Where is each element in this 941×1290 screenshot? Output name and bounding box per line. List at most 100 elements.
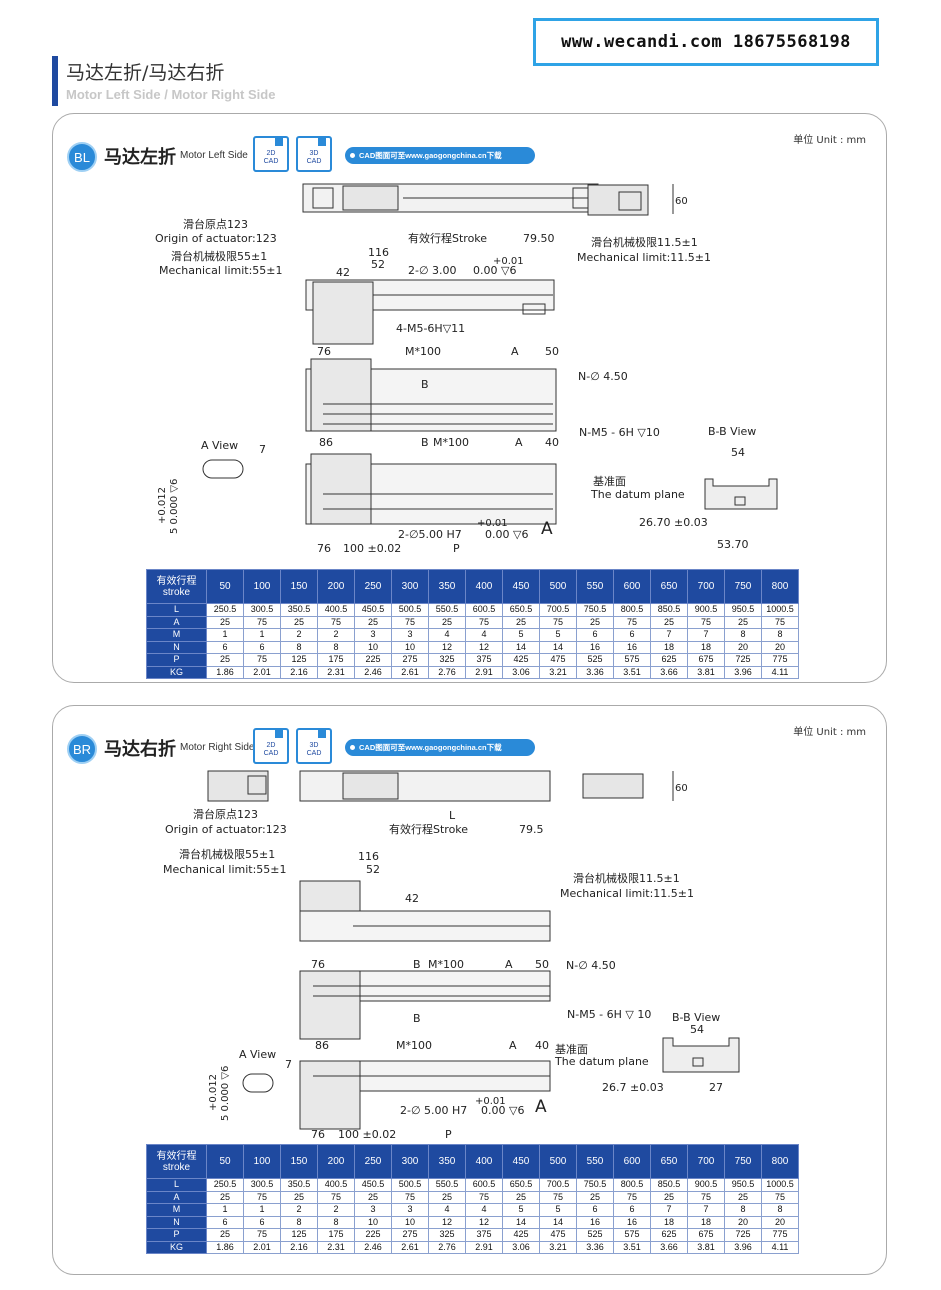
table-cell: 75: [687, 1190, 725, 1204]
table-cell: 75: [317, 615, 355, 629]
stroke-col: 500: [539, 1144, 577, 1179]
dim-50: 50: [545, 345, 559, 358]
table-cell: 125: [280, 653, 318, 667]
table-cell: 8: [724, 1203, 762, 1217]
side-view-1: [299, 880, 551, 942]
table-cell: 2.61: [391, 665, 429, 679]
table-cell: 25: [206, 1190, 244, 1204]
side-view-1: [305, 279, 555, 345]
table-cell: 18: [687, 640, 725, 654]
table-header-row: 有效行程 stroke 50 100 150 200 250 300 350 4…: [146, 569, 799, 604]
h7-spec-tol: 0.00 ▽6: [481, 1104, 524, 1117]
table-cell: 4: [465, 628, 503, 642]
table-cell: 1: [243, 628, 281, 642]
label-origin-en: Origin of actuator:123: [155, 232, 277, 245]
table-cell: 525: [576, 1228, 614, 1242]
label-mech-right-en: Mechanical limit:11.5±1: [560, 887, 694, 900]
dim-p: P: [445, 1128, 452, 1141]
a-view-slot: [202, 459, 244, 479]
table-cell: 75: [243, 615, 281, 629]
thread-spec: N-M5 - 6H ▽10: [579, 426, 660, 439]
table-cell: 3.96: [724, 1240, 762, 1254]
cad-download-link[interactable]: CAD图面可至www.gaogongchina.cn下载: [345, 739, 535, 756]
table-cell: 25: [650, 1190, 688, 1204]
table-cell: 3.51: [613, 665, 651, 679]
stroke-col: 400: [465, 569, 503, 604]
table-cell: 75: [613, 615, 651, 629]
stroke-col: 650: [650, 569, 688, 604]
table-cell: 225: [354, 653, 392, 667]
dim-m100-a: M*100: [405, 345, 441, 358]
table-cell: 20: [761, 640, 799, 654]
dim-86: 86: [319, 436, 333, 449]
table-cell: 475: [539, 653, 577, 667]
table-cell: 20: [761, 1215, 799, 1229]
table-cell: 425: [502, 1228, 540, 1242]
contact-banner: www.wecandi.com 18675568198: [533, 18, 879, 66]
bb-view-label: B-B View: [672, 1011, 720, 1024]
table-cell: 25: [354, 1190, 392, 1204]
label-origin-cn: 滑台原点123: [183, 217, 248, 231]
table-cell: 3.36: [576, 1240, 614, 1254]
table-cell: 75: [243, 653, 281, 667]
table-cell: 6: [243, 640, 281, 654]
table-cell: 25: [206, 653, 244, 667]
cad-download-link[interactable]: CAD图面可至www.gaogongchina.cn下载: [345, 147, 535, 164]
row-label: M: [146, 1203, 207, 1217]
label-mech-cn: 滑台机械极限55±1: [171, 249, 267, 263]
row-label: A: [146, 615, 207, 629]
table-cell: 175: [317, 653, 355, 667]
table-cell: 350.5: [280, 1178, 318, 1192]
table-cell: 4: [428, 628, 466, 642]
hole-spec: N-∅ 4.50: [566, 959, 616, 972]
stroke-col: 800: [761, 569, 799, 604]
table-cell: 75: [391, 615, 429, 629]
row-label: M: [146, 628, 207, 642]
technical-drawing-left: 60 滑台原点123 Origin of actuator:123 滑台机械极限…: [155, 183, 778, 555]
table-cell: 10: [391, 640, 429, 654]
table-cell: 3.51: [613, 1240, 651, 1254]
table-cell: 25: [354, 615, 392, 629]
table-cell: 3.21: [539, 665, 577, 679]
table-cell: 750.5: [576, 603, 614, 617]
table-cell: 6: [576, 1203, 614, 1217]
a-view-label: A View: [201, 439, 238, 452]
table-cell: 675: [687, 1228, 725, 1242]
table-cell: 2.31: [317, 1240, 355, 1254]
table-cell: 3.96: [724, 665, 762, 679]
dim-54: 54: [690, 1023, 704, 1036]
table-cell: 700.5: [539, 603, 577, 617]
table-cell: 1: [206, 628, 244, 642]
stroke-col: 400: [465, 1144, 503, 1179]
table-cell: 950.5: [724, 1178, 762, 1192]
table-cell: 800.5: [613, 1178, 651, 1192]
table-cell: 6: [576, 628, 614, 642]
m5-spec: 4-M5-6H▽11: [396, 322, 465, 335]
dim-76-a: 76: [317, 345, 331, 358]
table-cell: 425: [502, 653, 540, 667]
label-mech-cn: 滑台机械极限55±1: [179, 847, 275, 861]
table-cell: 10: [391, 1215, 429, 1229]
dim-53-70: 53.70: [717, 538, 749, 551]
tol-plus-012: +0.012: [157, 487, 168, 524]
table-cell: 25: [280, 615, 318, 629]
table-cell: 775: [761, 1228, 799, 1242]
table-cell: 3.66: [650, 1240, 688, 1254]
dim-m100-b: M*100: [433, 436, 469, 449]
table-cell: 2.76: [428, 1240, 466, 1254]
table-cell: 550.5: [428, 603, 466, 617]
table-cell: 550.5: [428, 1178, 466, 1192]
table-cell: 6: [613, 1203, 651, 1217]
tol-000: 5 0.000 ▽6: [220, 1066, 231, 1121]
datum-cn: 基准面: [593, 475, 626, 488]
bb-section-profile: [662, 1037, 740, 1073]
